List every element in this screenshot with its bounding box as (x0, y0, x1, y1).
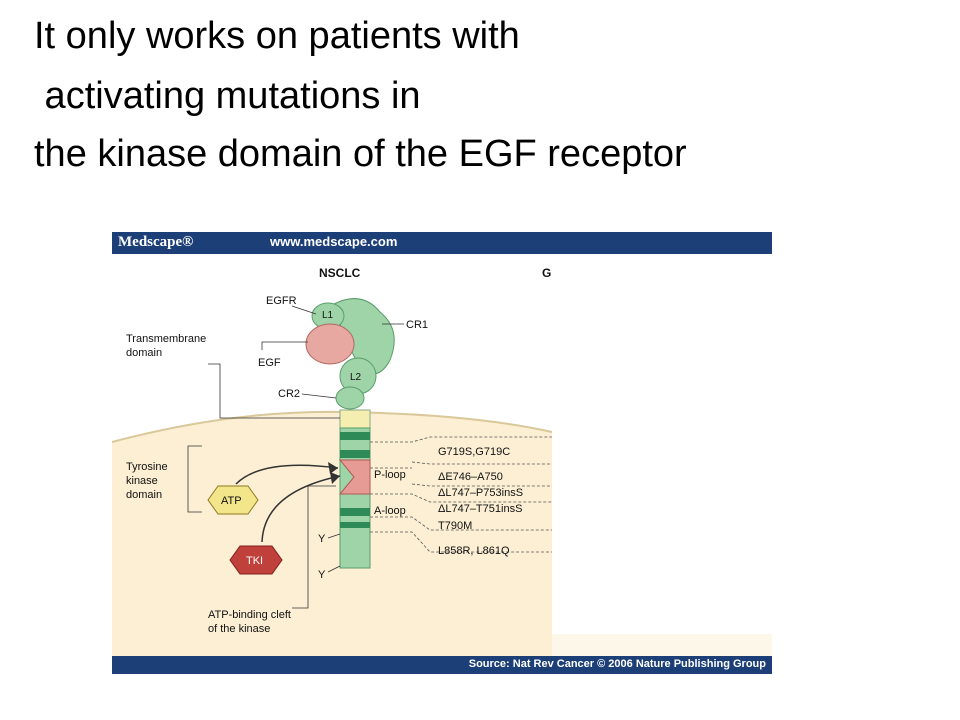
label-y-2: Y (318, 569, 326, 581)
tki-arrow (261, 475, 341, 543)
tki-hexagon (229, 545, 283, 575)
figure-footer-bar: Source: Nat Rev Cancer © 2006 Nature Pub… (112, 656, 772, 674)
label-cleft-2: of the kinase (208, 623, 270, 635)
title-line-1: It only works on patients with (34, 15, 520, 57)
label-a-loop: A-loop (374, 505, 406, 517)
label-transmembrane-1: Transmembrane (126, 333, 206, 345)
stalk-band-1 (340, 432, 370, 440)
label-y-1: Y (318, 533, 326, 545)
label-p-loop: P-loop (374, 469, 406, 481)
label-cr2: CR2 (278, 388, 300, 400)
atp-hexagon (207, 485, 259, 515)
cytoplasm (112, 411, 552, 656)
kinase-stalk (339, 427, 371, 569)
label-l2: L2 (350, 372, 362, 383)
egfr-figure: Medscape® www.medscape.com NSCLC G EGFR … (112, 232, 772, 674)
stalk-band-2 (340, 450, 370, 458)
stalk-band-3 (340, 508, 370, 516)
label-cr1: CR1 (406, 319, 428, 331)
mutation-item: T790M (438, 520, 472, 532)
atp-arrow (235, 464, 339, 485)
right-panel-white (552, 254, 772, 634)
source-credit: Source: Nat Rev Cancer © 2006 Nature Pub… (468, 658, 766, 670)
label-tyrosine-1: Tyrosine (126, 461, 168, 473)
medscape-url: www.medscape.com (270, 234, 398, 249)
panel-title-nsclc: NSCLC (319, 266, 361, 280)
egfr-diagram: NSCLC G EGFR L1 CR1 Transmembrane domain… (112, 254, 772, 656)
label-egfr: EGFR (266, 295, 297, 307)
figure-header-bar: Medscape® www.medscape.com (112, 232, 772, 254)
label-transmembrane-2: domain (126, 347, 162, 359)
cr1-domain (333, 298, 395, 375)
label-tyrosine-3: domain (126, 489, 162, 501)
title-line-3: the kinase domain of the EGF receptor (34, 133, 687, 175)
label-egf: EGF (258, 357, 281, 369)
mutation-connectors (370, 436, 552, 553)
transmembrane-segment (339, 409, 371, 429)
label-tki: TKI (246, 555, 263, 567)
mutation-item: ΔL747–P753insS (438, 487, 523, 499)
stalk-band-4 (340, 522, 370, 528)
label-tyrosine-2: kinase (126, 475, 158, 487)
mutation-item: ΔE746–A750 (438, 471, 503, 483)
mutation-item: ΔL747–T751insS (438, 503, 522, 515)
panel-title-partial: G (542, 266, 551, 280)
egf-ligand (305, 323, 355, 365)
cr2-domain (335, 386, 365, 410)
label-atp: ATP (221, 495, 242, 507)
label-cleft-1: ATP-binding cleft (208, 609, 291, 621)
mutation-item: L858R, L861Q (438, 545, 510, 557)
mutation-item: G719S,G719C (438, 446, 510, 458)
medscape-logo: Medscape® (118, 234, 194, 250)
atp-binding-cleft (338, 459, 371, 495)
title-line-2: activating mutations in (34, 75, 421, 117)
label-l1: L1 (322, 310, 334, 321)
